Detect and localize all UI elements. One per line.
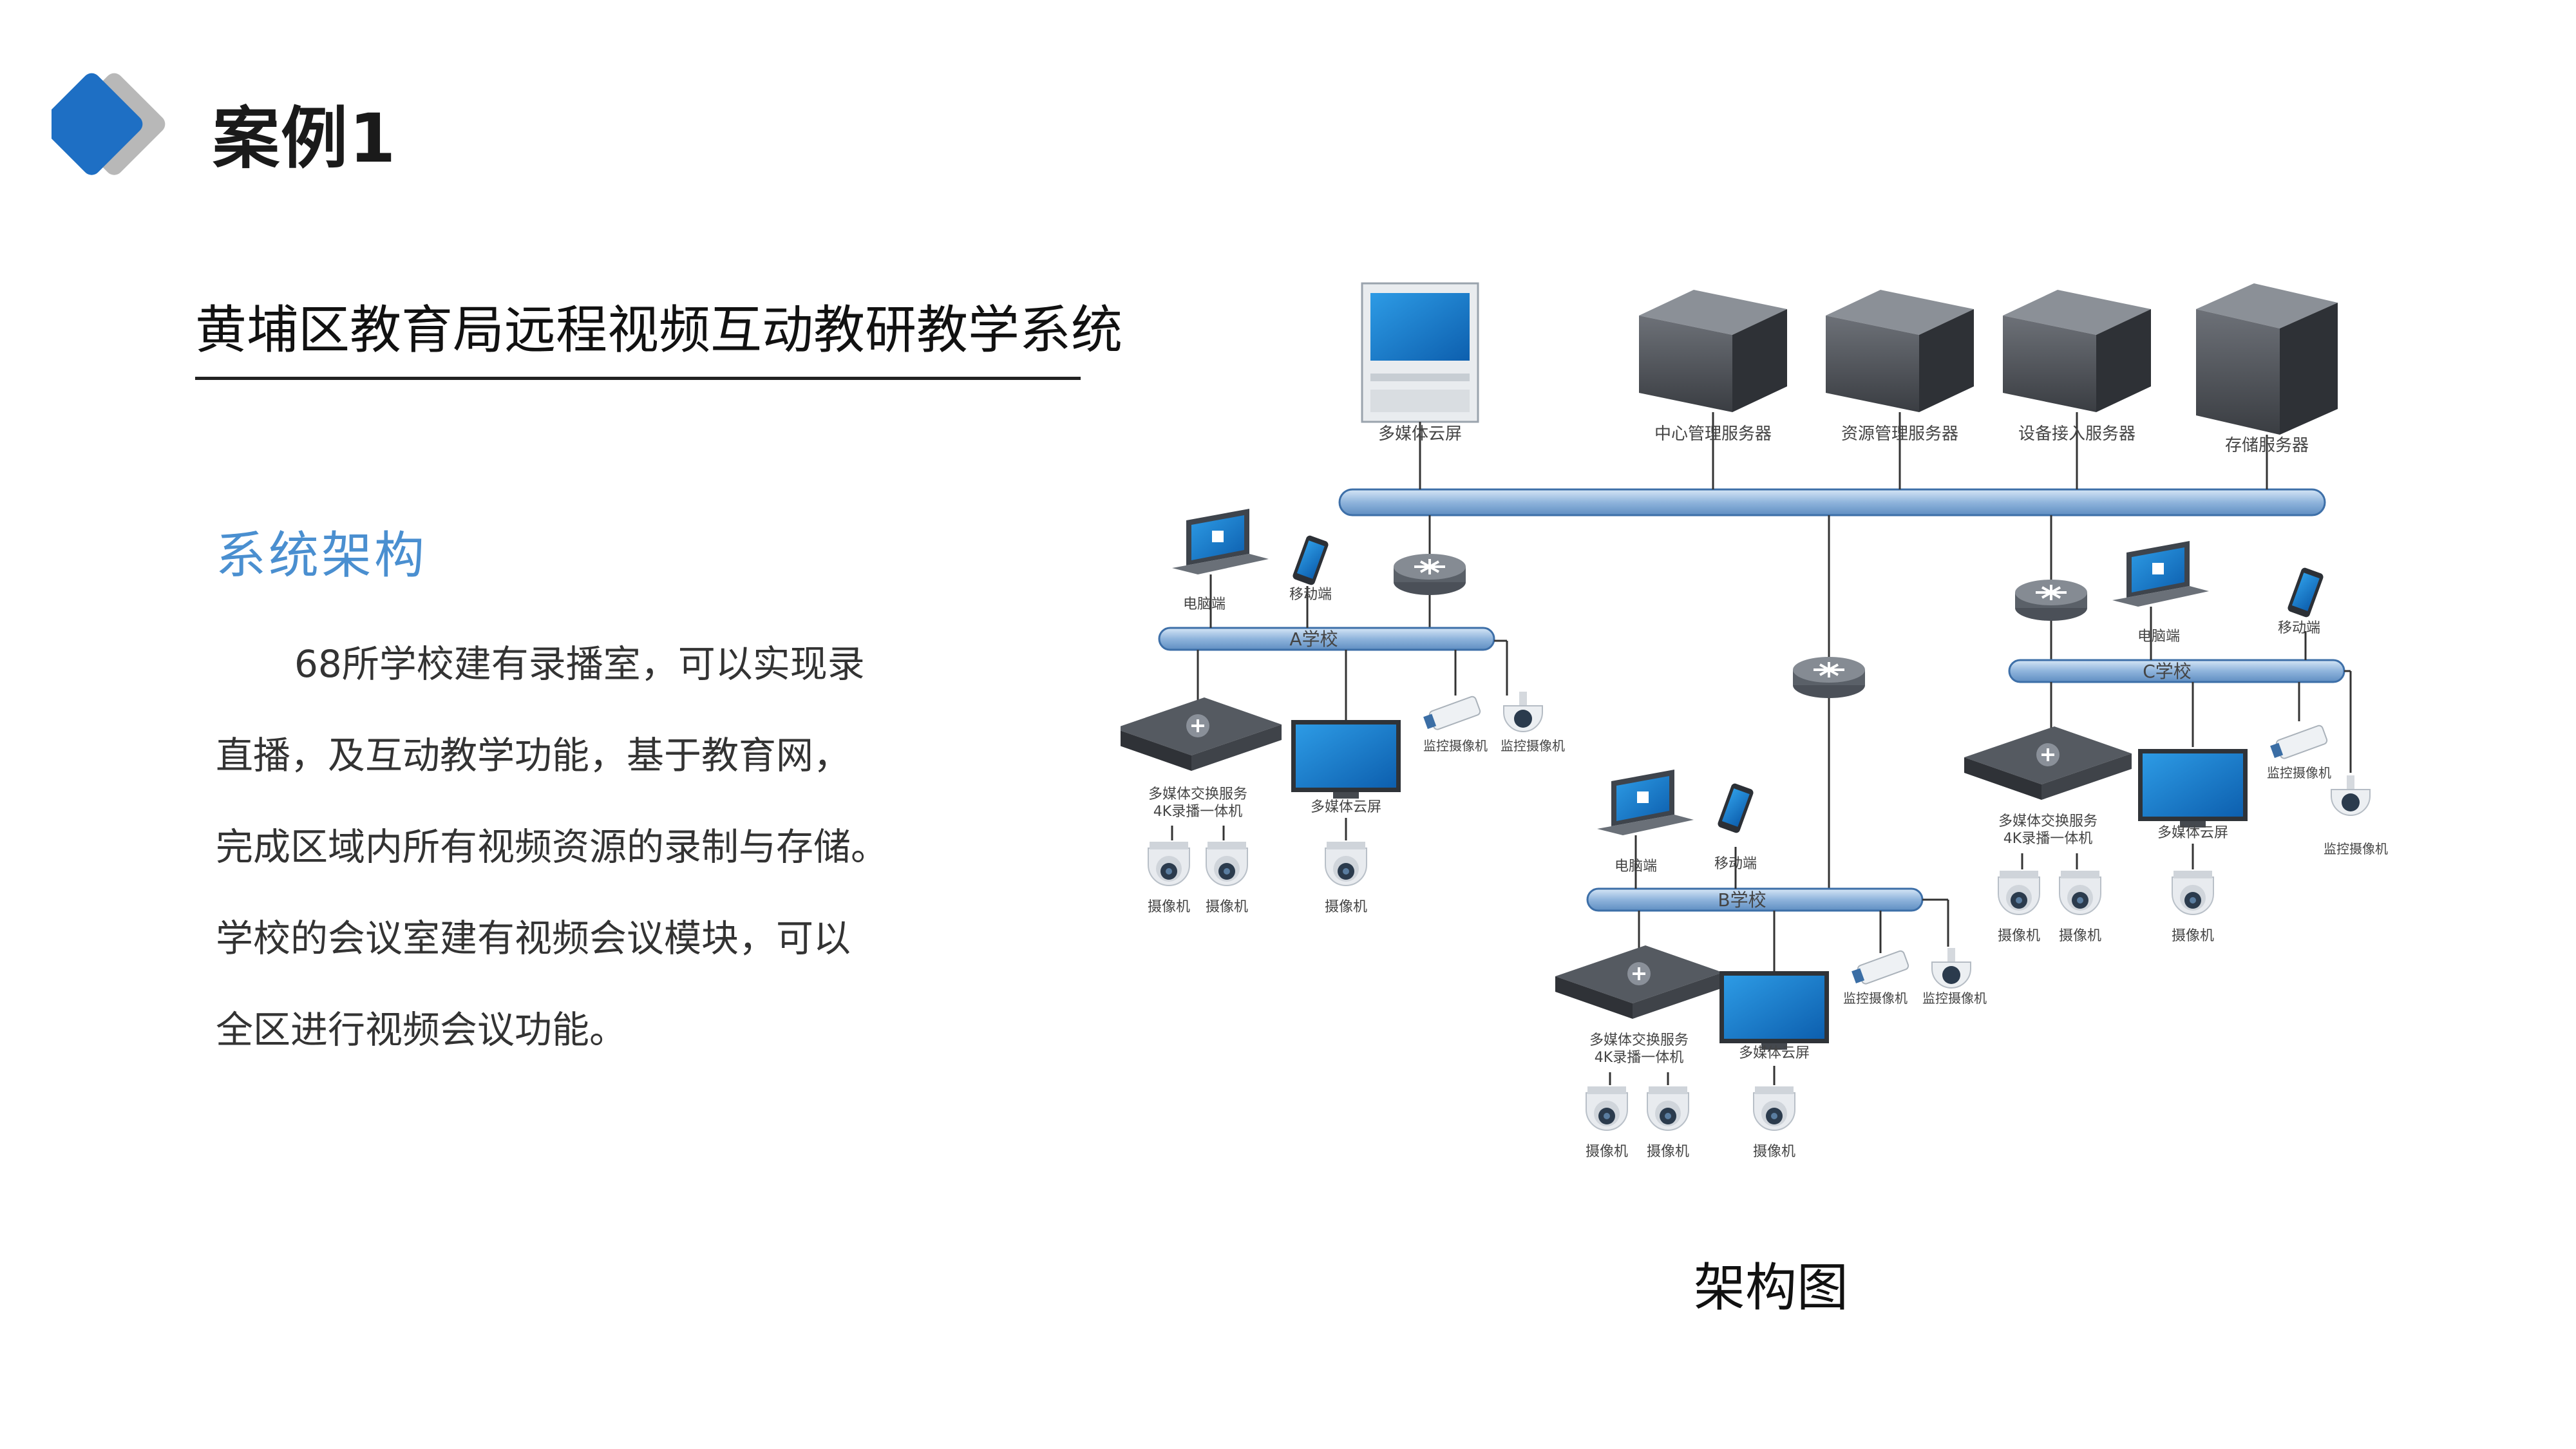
surveillance-camera-icon [1851,949,1910,986]
mobile-label: 移动端 [1714,856,1757,872]
server-label: 中心管理服务器 [1654,424,1772,444]
mobile-icon [1716,782,1755,834]
screen-icon [2138,749,2248,828]
camera-icon [2059,870,2101,915]
camera-label: 摄像机 [1998,928,2040,944]
recorder-label: 多媒体交换服务 [1148,786,1247,802]
ptz-camera-icon [2331,775,2371,816]
screen-label: 多媒体云屏 [2157,825,2228,841]
router-icon [2014,578,2088,622]
recorder-label: 4K录播一体机 [1595,1050,1683,1066]
laptop-icon [1597,770,1694,835]
school-c-label: C学校 [2143,661,2192,682]
camera-label: 摄像机 [1325,899,1367,915]
camera-icon [2172,870,2214,915]
router-icon [1392,553,1467,596]
camera-icon [1148,841,1190,886]
ptz-camera-icon [1931,947,1971,989]
camera-label: 摄像机 [1753,1144,1795,1160]
school-a-bus [1158,627,1495,651]
camera-icon [1586,1086,1628,1131]
surveillance-label: 监控摄像机 [2324,841,2388,857]
server-label: 资源管理服务器 [1841,424,1958,444]
server-resource [1826,290,1974,489]
camera-icon [1647,1086,1689,1131]
camera-icon [1206,841,1248,886]
surveillance-camera-icon [1423,695,1482,732]
top-multimedia-screen [1361,282,1479,489]
surveillance-label: 监控摄像机 [2267,765,2331,781]
laptop-icon [2112,541,2209,607]
camera-label: 摄像机 [1586,1144,1628,1160]
server-storage [2196,283,2338,489]
page-title: 案例1 [213,99,397,178]
subtitle-underline [195,377,1081,380]
subtitle: 黄埔区教育局远程视频互动教研教学系统 [195,300,1122,360]
camera-icon [1753,1086,1795,1131]
server-device-access [2003,290,2151,489]
laptop-icon [1172,509,1269,574]
pc-label: 电脑端 [1615,858,1657,875]
surveillance-label: 监控摄像机 [1922,990,1987,1006]
logo-diamond-icon [52,73,166,175]
paragraph-line: 直播，及互动教学功能，基于教育网， [216,734,851,777]
screen-label: 多媒体云屏 [1739,1045,1810,1061]
mobile-icon [2286,567,2325,618]
surveillance-label: 监控摄像机 [1423,738,1488,753]
surveillance-label: 监控摄像机 [1501,738,1565,753]
recorder-label: 多媒体交换服务 [1998,813,2098,829]
school-b-label: B学校 [1718,889,1766,911]
camera-label: 摄像机 [2059,928,2101,944]
server-label: 设备接入服务器 [2018,424,2136,444]
surveillance-label: 监控摄像机 [1843,990,1908,1006]
recorder-label: 4K录播一体机 [1153,804,1242,820]
camera-label: 摄像机 [1148,899,1190,915]
section-paragraph: 68所学校建有录播室，可以实现录 直播，及互动教学功能，基于教育网， 完成区域内… [216,618,937,1075]
server-label: 存储服务器 [2225,436,2309,455]
pc-label: 电脑端 [1183,596,1226,612]
diagram-caption: 架构图 [1694,1258,1848,1318]
router-icon [1792,656,1866,699]
recorder-icon [1121,696,1283,772]
paragraph-line: 全区进行视频会议功能。 [216,1008,627,1052]
recorder-label: 4K录播一体机 [2003,831,2092,847]
paragraph-line: 68所学校建有录播室，可以实现录 [294,642,865,686]
recorder-icon [1963,725,2133,801]
mobile-label: 移动端 [2278,620,2320,636]
server-central [1639,290,1787,489]
top-screen-label: 多媒体云屏 [1378,424,1462,444]
recorder-label: 多媒体交换服务 [1589,1032,1689,1048]
screen-label: 多媒体云屏 [1311,799,1381,815]
camera-icon [1325,841,1367,886]
ptz-camera-icon [1503,691,1543,732]
recorder-icon [1554,944,1724,1020]
paragraph-line: 学校的会议室建有视频会议模块，可以 [216,916,851,960]
pc-label: 电脑端 [2137,629,2180,645]
mobile-icon [1291,535,1330,586]
camera-label: 摄像机 [2172,928,2214,944]
surveillance-camera-icon [2269,724,2329,761]
backbone-bus [1338,488,2326,516]
screen-icon [1291,720,1401,799]
camera-label: 摄像机 [1206,899,1248,915]
mobile-label: 移动端 [1289,587,1332,603]
screen-icon [1719,971,1829,1050]
school-a-label: A学校 [1289,629,1338,650]
camera-label: 摄像机 [1647,1144,1689,1160]
paragraph-line: 完成区域内所有视频资源的录制与存储。 [216,825,889,869]
architecture-diagram: 多媒体云屏 中心管理服务器 资源管理服务器 设备接入服务器 存储服务器 A学校 … [1121,282,2388,1160]
section-heading: 系统架构 [216,527,428,585]
camera-icon [1998,870,2040,915]
